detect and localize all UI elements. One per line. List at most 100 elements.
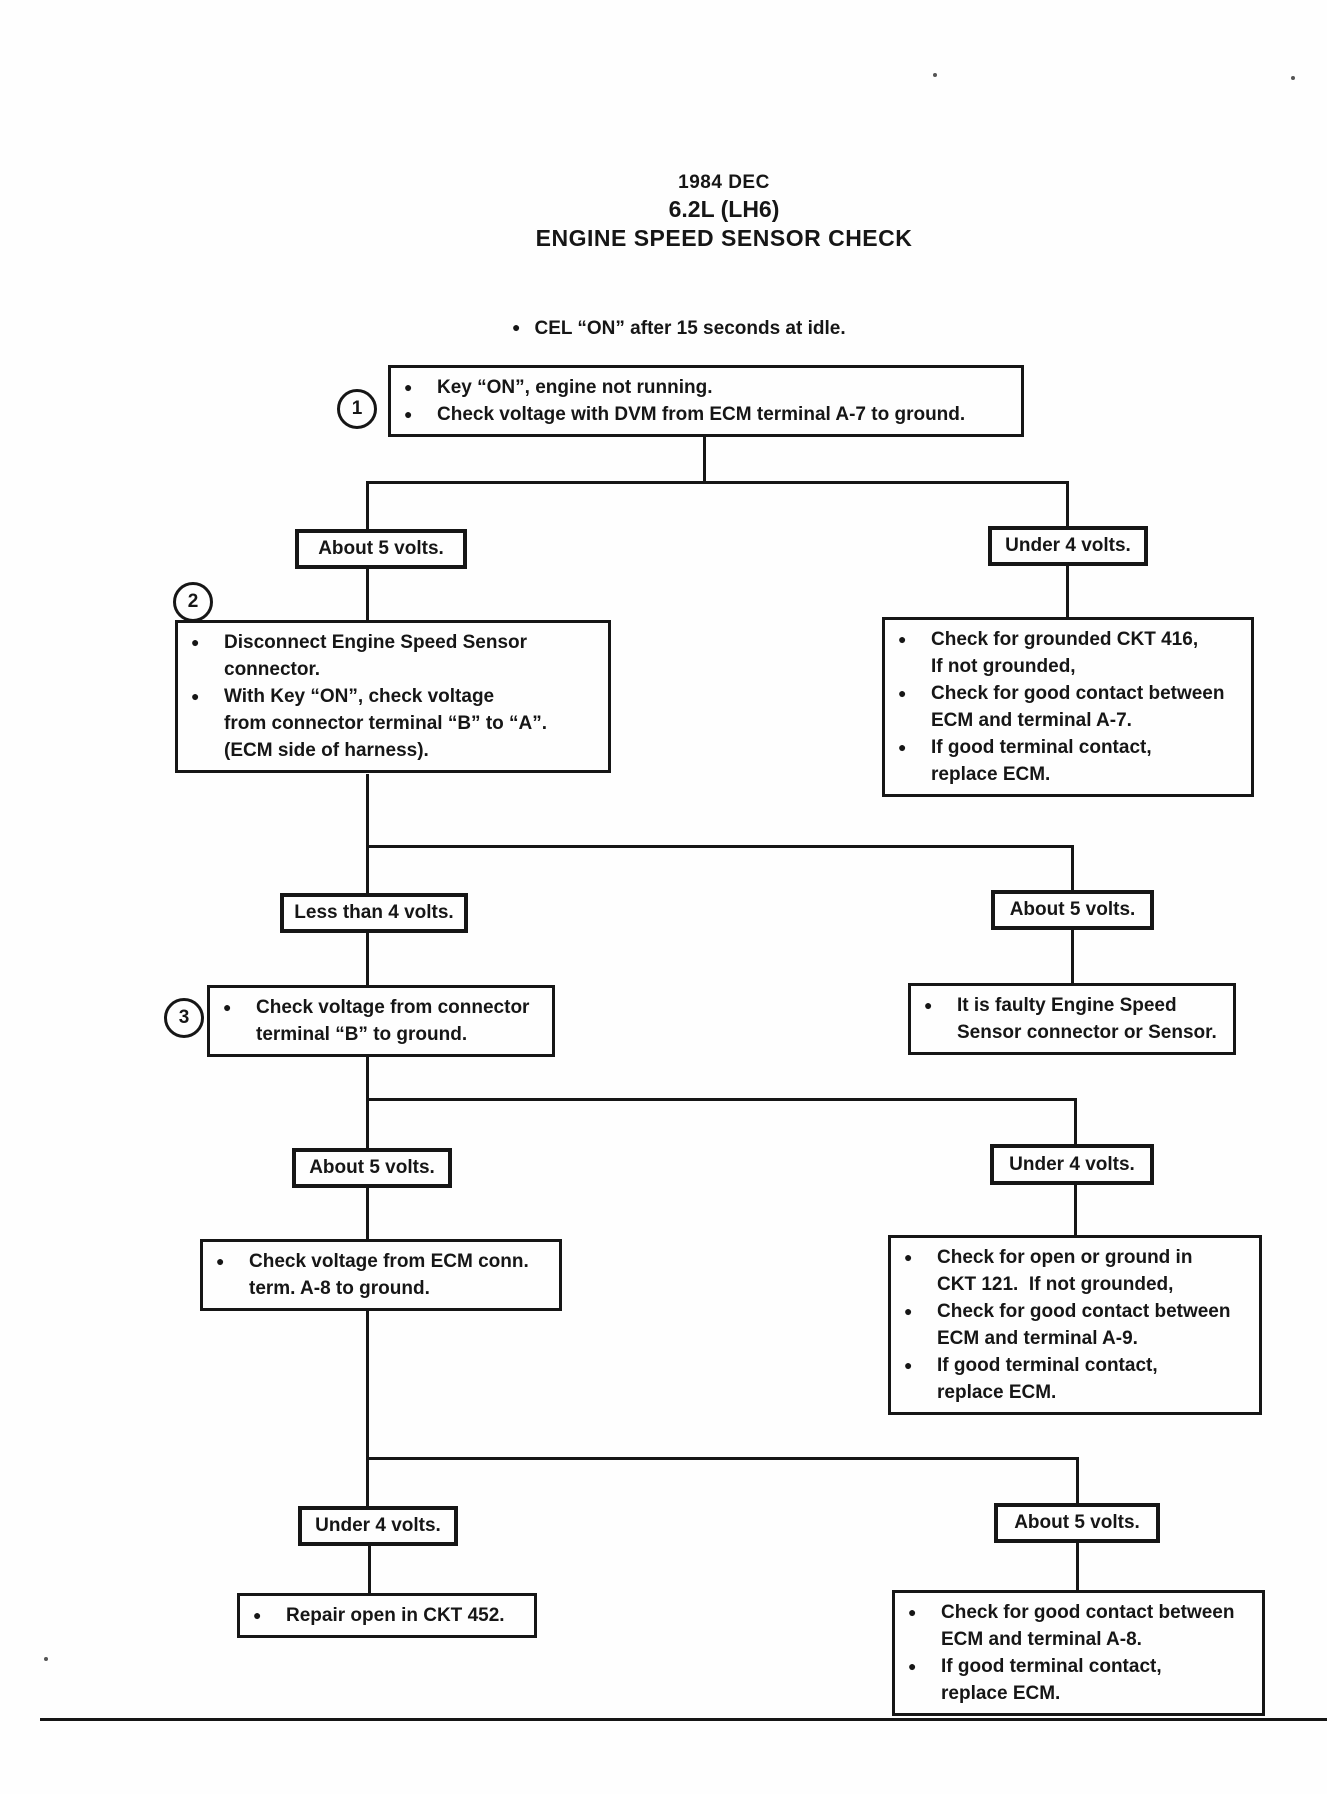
step-3-number: 3 <box>164 998 204 1038</box>
result-2-line-1: It is faulty Engine Speed <box>957 995 1177 1016</box>
branch-1-right-text: Under 4 volts. <box>1005 535 1131 556</box>
bullet-icon: ● <box>908 1658 917 1674</box>
branch-1-right-label: Under 4 volts. <box>988 526 1148 566</box>
title-check-name: ENGINE SPEED SENSOR CHECK <box>535 225 913 251</box>
result-3-line-4: ECM and terminal A-9. <box>937 1328 1138 1349</box>
result-1-line-5: If good terminal contact, <box>931 737 1152 758</box>
branch-2-left-label: Less than 4 volts. <box>280 893 468 933</box>
scan-speck <box>1291 76 1295 80</box>
result-5-box: ● Check for good contact between ECM and … <box>892 1590 1265 1716</box>
result-5-line-2: ECM and terminal A-8. <box>941 1629 1142 1650</box>
step-1-line-2: Check voltage with DVM from ECM terminal… <box>437 404 966 425</box>
connector-line <box>366 567 369 622</box>
branch-4-right-text: About 5 volts. <box>1014 1512 1140 1533</box>
bullet-icon: ● <box>191 634 200 650</box>
branch-4-right-label: About 5 volts. <box>994 1503 1160 1543</box>
connector-line <box>1071 845 1074 893</box>
connector-line <box>366 774 369 895</box>
branch-4-left-text: Under 4 volts. <box>315 1515 441 1536</box>
bullet-icon: ● <box>904 1357 913 1373</box>
bullet-icon: ● <box>253 1607 262 1623</box>
connector-line <box>366 1187 369 1239</box>
result-5-line-1: Check for good contact between <box>941 1602 1235 1623</box>
scan-speck <box>933 73 937 77</box>
connector-line <box>1066 481 1069 529</box>
connector-line <box>366 1057 369 1150</box>
result-5-line-3: If good terminal contact, <box>941 1656 1162 1677</box>
bullet-icon: ● <box>898 739 907 755</box>
bullet-icon: ● <box>904 1303 913 1319</box>
connector-line <box>366 481 369 531</box>
connector-line <box>366 1311 369 1508</box>
step-2-number: 2 <box>173 582 213 622</box>
connector-line <box>1071 929 1074 985</box>
branch-4-left-label: Under 4 volts. <box>298 1506 458 1546</box>
result-1-line-3: Check for good contact between <box>931 683 1225 704</box>
step-2-box: ● Disconnect Engine Speed Sensor connecto… <box>175 620 611 773</box>
bullet-icon: ● <box>898 631 907 647</box>
symptom-text: CEL “ON” after 15 seconds at idle. <box>534 318 846 339</box>
connector-line <box>366 845 1074 848</box>
step-2-line-5: (ECM side of harness). <box>224 740 429 761</box>
result-1-box: ●Check for grounded CKT 416, If not grou… <box>882 617 1254 797</box>
branch-2-right-text: About 5 volts. <box>1009 899 1136 920</box>
connector-line <box>1076 1457 1079 1505</box>
result-3-line-5: If good terminal contact, <box>937 1355 1158 1376</box>
step-2-line-4: from connector terminal “B” to “A”. <box>224 713 548 734</box>
bullet-icon: ● <box>216 1253 225 1269</box>
branch-1-left-label: About 5 volts. <box>295 529 467 569</box>
branch-3-right-label: Under 4 volts. <box>990 1144 1154 1185</box>
result-1-line-2: If not grounded, <box>931 656 1076 677</box>
branch-2-right-label: About 5 volts. <box>991 890 1154 930</box>
connector-line <box>366 1098 1077 1101</box>
step-2-line-1: Disconnect Engine Speed Sensor <box>224 632 528 653</box>
step-4-line-1: Check voltage from ECM conn. <box>249 1251 529 1272</box>
result-4-line-1: Repair open in CKT 452. <box>286 1605 505 1626</box>
result-4-box: ● Repair open in CKT 452. <box>237 1593 537 1638</box>
branch-3-left-text: About 5 volts. <box>309 1157 435 1178</box>
bullet-icon: ● <box>898 685 907 701</box>
connector-line <box>1066 564 1069 619</box>
page-divider <box>40 1718 1327 1721</box>
bullet-icon: ● <box>404 406 413 422</box>
step-3-line-1: Check voltage from connector <box>256 997 530 1018</box>
branch-3-right-text: Under 4 volts. <box>1009 1153 1135 1175</box>
branch-3-left-label: About 5 volts. <box>292 1148 452 1188</box>
bullet-icon: ● <box>223 999 232 1015</box>
connector-line <box>1074 1098 1077 1146</box>
step-3-box: ● Check voltage from connector terminal “… <box>207 985 555 1057</box>
step-2-line-2: connector. <box>224 659 321 680</box>
bullet-icon: ● <box>904 1249 913 1265</box>
step-3-line-2: terminal “B” to ground. <box>256 1024 468 1045</box>
result-1-line-6: replace ECM. <box>931 764 1051 785</box>
result-3-box: ● Check for open or ground in CKT 121. If… <box>888 1235 1262 1415</box>
result-3-line-1: Check for open or ground in <box>937 1247 1193 1268</box>
connector-line <box>366 481 1069 484</box>
result-1-line-4: ECM and terminal A-7. <box>931 710 1132 731</box>
result-3-line-6: replace ECM. <box>937 1382 1057 1403</box>
connector-line <box>703 434 706 484</box>
step-1-line-1: Key “ON”, engine not running. <box>437 377 713 398</box>
result-3-line-3: Check for good contact between <box>937 1301 1231 1322</box>
title-engine: 6.2L (LH6) <box>668 196 780 222</box>
result-5-line-4: replace ECM. <box>941 1683 1061 1704</box>
result-3-line-2: CKT 121. If not grounded, <box>937 1274 1174 1295</box>
connector-line <box>1076 1542 1079 1592</box>
step-4-line-2: term. A-8 to ground. <box>249 1278 430 1299</box>
connector-line <box>368 1545 371 1593</box>
connector-line <box>366 932 369 987</box>
page-title: 1984 DEC 6.2L (LH6) ENGINE SPEED SENSOR … <box>384 172 1064 252</box>
title-date: 1984 DEC <box>678 172 770 193</box>
bullet-icon: ● <box>924 997 933 1013</box>
branch-1-left-text: About 5 volts. <box>318 538 444 559</box>
branch-2-left-text: Less than 4 volts. <box>294 902 454 923</box>
symptom-line: ● CEL “ON” after 15 seconds at idle. <box>512 318 846 340</box>
result-2-line-2: Sensor connector or Sensor. <box>957 1022 1217 1043</box>
scan-speck <box>44 1657 48 1661</box>
bullet-icon: ● <box>908 1604 917 1620</box>
step-2-line-3: With Key “ON”, check voltage <box>224 686 495 707</box>
connector-line <box>366 1457 1079 1460</box>
bullet-icon: ● <box>512 319 521 335</box>
step-4-box: ● Check voltage from ECM conn. term. A-8 … <box>200 1239 562 1311</box>
